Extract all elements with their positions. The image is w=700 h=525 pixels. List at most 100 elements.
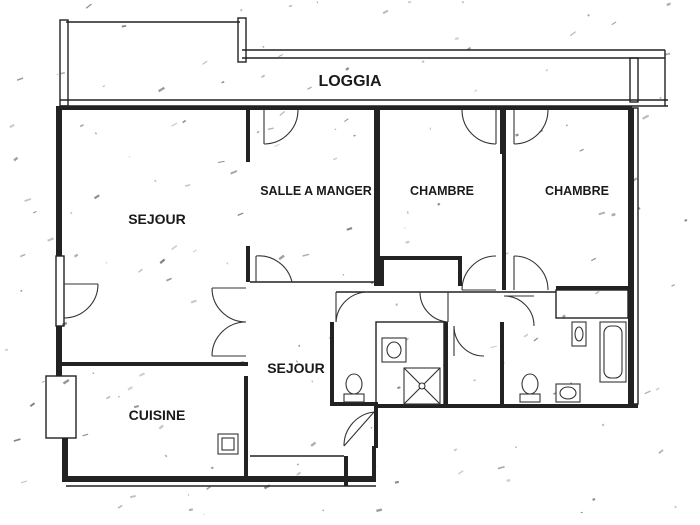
scan-speck <box>16 77 24 81</box>
scan-speck <box>453 448 458 452</box>
scan-speck <box>533 337 539 342</box>
scan-speck <box>117 396 120 398</box>
scan-speck <box>311 380 314 383</box>
scan-speck <box>121 24 127 28</box>
scan-speck <box>82 433 89 437</box>
scan-speck <box>29 402 36 408</box>
scan-speck <box>154 179 157 183</box>
room-label-cuisine: CUISINE <box>129 407 186 423</box>
scan-speck <box>171 122 178 127</box>
scan-noise <box>4 0 688 516</box>
scan-speck <box>345 67 350 71</box>
room-label-chambre-2: CHAMBRE <box>545 184 609 198</box>
room-label-sejour-hall: SEJOUR <box>267 360 325 376</box>
scan-speck <box>105 261 108 264</box>
scan-speck <box>187 494 190 496</box>
scan-speck <box>497 466 505 470</box>
sink-icon <box>571 321 587 347</box>
scan-speck <box>344 118 349 123</box>
scan-speck <box>41 380 45 383</box>
scan-speck <box>240 8 243 12</box>
scan-speck <box>278 254 285 261</box>
scan-speck <box>598 211 606 216</box>
scan-speck <box>92 372 95 375</box>
scan-speck <box>171 244 178 251</box>
scan-speck <box>20 480 28 484</box>
scan-speck <box>307 86 312 90</box>
scan-speck <box>579 148 584 152</box>
scan-speck <box>9 123 15 129</box>
scan-speck <box>310 441 317 447</box>
scan-speck <box>188 508 194 512</box>
scan-speck <box>505 252 509 255</box>
scan-speck <box>295 360 299 363</box>
scan-speck <box>421 60 425 64</box>
scan-speck <box>382 9 389 15</box>
scan-speck <box>642 114 650 120</box>
scan-speck <box>230 170 238 175</box>
room-label-loggia: LOGGIA <box>318 73 382 90</box>
scan-speck <box>473 379 476 382</box>
scan-speck <box>655 387 660 391</box>
scan-speck <box>565 124 568 127</box>
scan-speck <box>659 96 662 99</box>
loggia-railing <box>59 17 668 107</box>
scan-speck <box>376 508 383 513</box>
scan-speck <box>523 333 529 338</box>
scan-speck <box>298 344 301 347</box>
toilet-icon <box>519 373 541 403</box>
scan-speck <box>454 36 460 41</box>
scan-speck <box>20 289 23 292</box>
shower-icon <box>403 367 441 405</box>
scan-speck <box>262 45 265 49</box>
scan-speck <box>226 262 229 265</box>
scan-speck <box>506 478 511 483</box>
scan-speck <box>353 134 356 137</box>
scan-speck <box>190 299 197 304</box>
scan-speck <box>404 227 406 229</box>
scan-speck <box>267 127 274 131</box>
scan-speck <box>407 1 412 4</box>
scan-speck <box>406 211 409 214</box>
scan-speck <box>592 498 596 501</box>
scan-speck <box>261 74 266 79</box>
scan-speck <box>20 253 26 258</box>
scan-speck <box>4 348 8 351</box>
scan-speck <box>128 156 131 158</box>
scan-speck <box>342 274 345 276</box>
scan-speck <box>217 160 225 163</box>
scan-speck <box>85 3 92 9</box>
scan-speck <box>458 470 464 475</box>
scan-speck <box>47 237 54 242</box>
doors <box>63 109 549 447</box>
room-label-sejour-main: SEJOUR <box>128 211 186 227</box>
scan-speck <box>94 132 98 135</box>
scan-speck <box>32 210 37 214</box>
scan-speck <box>202 60 208 65</box>
scan-speck <box>278 53 283 58</box>
scan-speck <box>127 386 134 391</box>
scan-speck <box>102 85 106 88</box>
sink-icon <box>555 383 581 403</box>
scan-speck <box>263 484 271 490</box>
scan-speck <box>595 290 600 295</box>
scan-speck <box>192 249 197 253</box>
scan-speck <box>279 110 286 116</box>
scan-speck <box>515 446 518 449</box>
scan-speck <box>638 207 641 210</box>
bathtub-icon <box>599 321 627 383</box>
scan-speck <box>346 227 353 231</box>
scan-speck <box>206 485 211 490</box>
scan-speck <box>56 73 59 76</box>
scan-speck <box>515 133 519 137</box>
scan-speck <box>13 156 19 162</box>
scan-speck <box>139 372 145 377</box>
scan-speck <box>296 463 299 466</box>
scan-speck <box>590 257 597 262</box>
scan-speck <box>13 438 21 442</box>
scan-speck <box>296 471 302 476</box>
scan-speck <box>79 123 84 128</box>
scan-speck <box>73 253 79 258</box>
scan-speck <box>569 31 576 37</box>
scan-speck <box>70 212 73 214</box>
